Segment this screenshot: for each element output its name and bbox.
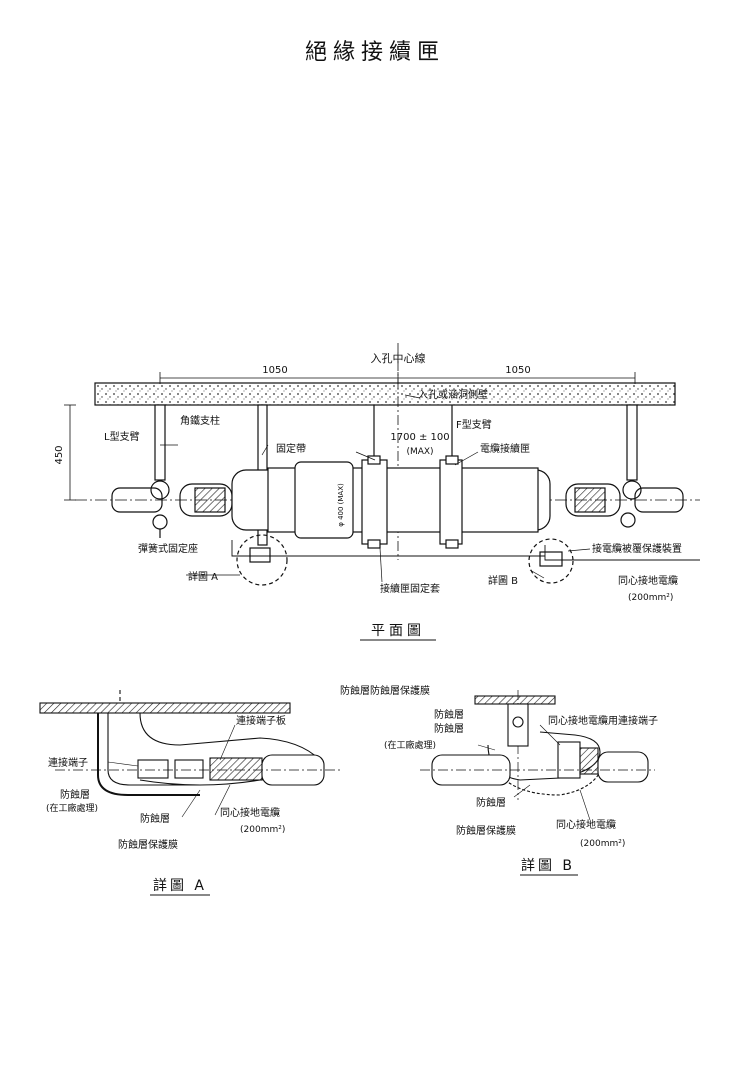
fixing-band-2 <box>439 459 463 545</box>
detail-b-caption: 詳圖 B <box>521 858 575 874</box>
detail-a-labels: 連接端子板 連接端子 防蝕層 (在工廠處理) 防蝕層 同心接地電纜 (200mm… <box>46 714 286 896</box>
plan-caption: 平面圖 <box>371 623 425 639</box>
f-bracket-label: F型支臂 <box>456 418 492 431</box>
dim-center-max: (MAX) <box>406 447 433 457</box>
detail-b-terminal <box>557 741 581 779</box>
dim-left: 1050 <box>262 365 287 376</box>
dim-center: 1700 ± 100 <box>390 432 449 443</box>
dim-height: 450 <box>54 445 65 464</box>
concentric-cable-label-a: 同心接地電纜 <box>220 806 280 819</box>
protective-film-top-label-b: 防蝕層防蝕層保護膜 <box>340 684 430 697</box>
factory-label-b: (在工廠處理) <box>384 739 436 751</box>
manhole-wall-concrete <box>94 382 676 406</box>
fixing-band-label: 固定帶 <box>276 442 306 455</box>
terminal-plate-label: 連接端子板 <box>236 714 286 727</box>
terminal-plate <box>209 757 263 781</box>
box-fixing-kit-label: 接續匣固定套 <box>380 582 440 595</box>
sheath-protector-label: 接電纜被覆保護裝置 <box>592 542 682 555</box>
left-cable <box>111 487 163 513</box>
dim-diameter: φ 400 (MAX) <box>337 483 345 527</box>
detail-b-circle <box>528 538 574 584</box>
protective-film-label-a: 防蝕層保護膜 <box>118 838 178 851</box>
angle-post-label: 角鐵支柱 <box>180 414 220 427</box>
fixing-band-1 <box>361 459 388 545</box>
page-title: 絕緣接續匣 <box>304 40 445 65</box>
anticorrosion-label-b: 防蝕層 <box>476 796 506 809</box>
factory-label-a: (在工廠處理) <box>46 802 98 814</box>
detail-a-ref: 詳圖 A <box>188 570 218 583</box>
detail-a-circle <box>236 534 288 586</box>
concentric-cable-label: 同心接地電纜 <box>618 574 678 587</box>
plan-view <box>64 343 700 586</box>
detail-b-ref: 詳圖 B <box>488 574 518 587</box>
right-cable <box>634 487 684 513</box>
protective-film-label-b: 防蝕層保護膜 <box>456 824 516 837</box>
detail-b-drawing <box>420 690 655 821</box>
detail-b-labels: 防蝕層防蝕層保護膜 防蝕層 防蝕層 (在工廠處理) 同心接地電纜用連接端子 防蝕… <box>340 684 658 876</box>
right-bracket <box>626 404 638 481</box>
anticorrosion-label-a: 防蝕層 <box>60 788 90 801</box>
detail-a-caption: 詳圖 A <box>153 878 207 894</box>
terminal-label-b: 同心接地電纜用連接端子 <box>548 714 658 727</box>
cable-size-label: (200mm²) <box>628 593 673 603</box>
cable-size-label-a: (200mm²) <box>240 825 285 835</box>
detail-a-drawing <box>39 690 340 818</box>
anticorrosion-top-label-b: 防蝕層 <box>434 708 464 721</box>
manhole-wall-label: 入孔或涵洞側壁 <box>418 388 488 401</box>
left-l-bracket <box>154 404 166 481</box>
dim-right: 1050 <box>505 365 530 376</box>
spring-mount-label: 彈簧式固定座 <box>138 542 198 555</box>
anticorrosion-top2-label-b: 防蝕層 <box>434 722 464 735</box>
l-bracket-label: L型支臂 <box>104 430 140 443</box>
terminal-label: 連接端子 <box>48 756 88 769</box>
cable-size-label-b: (200mm²) <box>580 839 625 849</box>
detail-b-cable-right <box>597 751 649 783</box>
cable-joint-box-label: 電纜接續匣 <box>480 442 530 455</box>
manhole-centerline-label: 入孔中心線 <box>371 351 426 365</box>
plan-labels: 1050 1050 450 入孔中心線 入孔或涵洞側壁 L型支臂 角鐵支柱 固定… <box>54 351 682 641</box>
anticorrosion2-label-a: 防蝕層 <box>140 812 170 825</box>
concentric-cable-label-b: 同心接地電纜 <box>556 818 616 831</box>
